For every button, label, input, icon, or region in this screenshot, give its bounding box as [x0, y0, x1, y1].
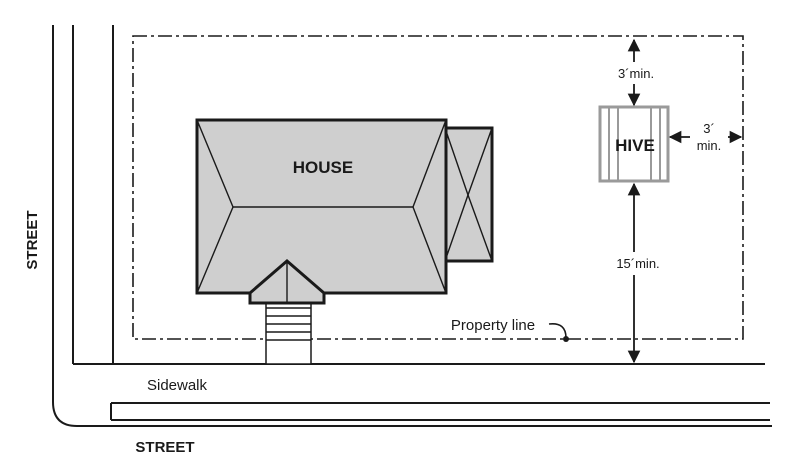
street-curb-lines	[52, 25, 772, 427]
street-clearance-label: 15´min.	[616, 256, 659, 271]
side-clearance-value: 3´	[703, 121, 715, 136]
hive-label: HIVE	[615, 136, 655, 155]
clearance-arrows	[627, 38, 743, 364]
hive	[598, 105, 670, 183]
side-clearance-unit: min.	[697, 138, 722, 153]
street-left-label: STREET	[24, 210, 41, 269]
sidewalk-label: Sidewalk	[147, 377, 208, 394]
walkway	[265, 299, 312, 365]
top-clearance-label: 3´min.	[618, 66, 654, 81]
street-bottom-label: STREET	[135, 439, 194, 456]
property-line-label: Property line	[451, 317, 535, 334]
house-roof	[195, 118, 494, 305]
property-line-leader	[548, 322, 567, 339]
property-line-dot	[563, 336, 569, 342]
house-label: HOUSE	[293, 158, 353, 177]
property-line-boundary	[132, 35, 744, 340]
